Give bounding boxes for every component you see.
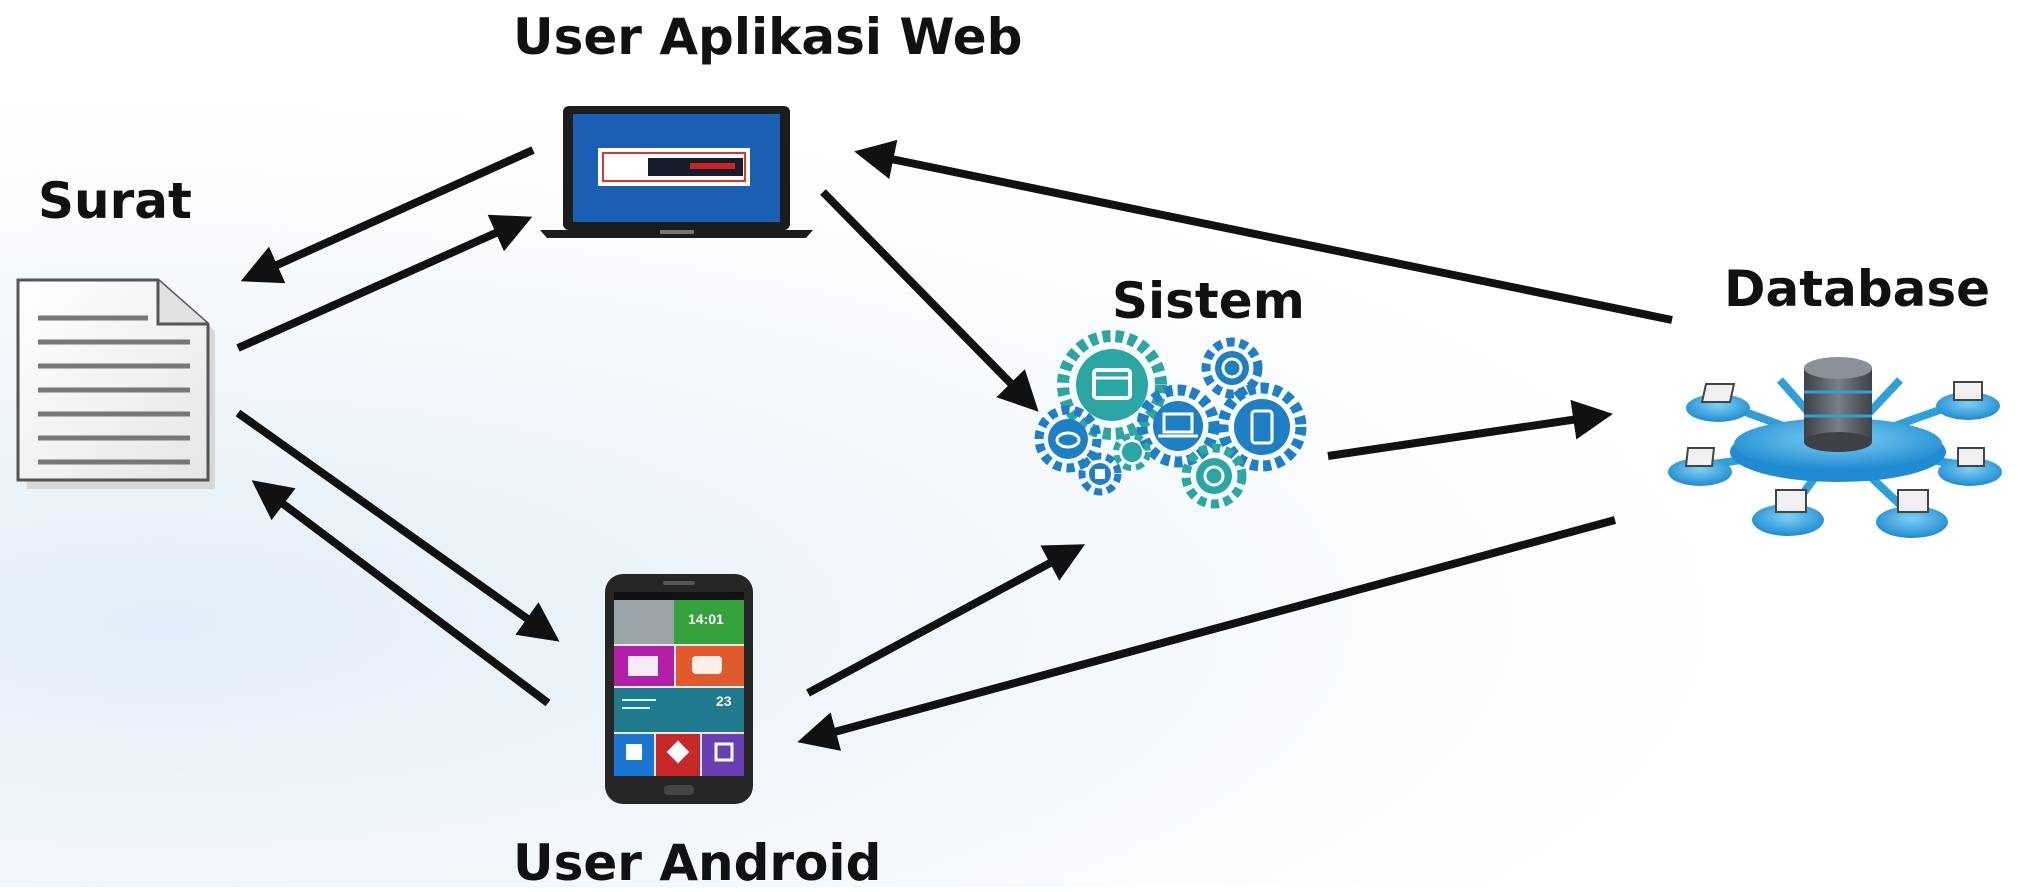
sistem-label: Sistem	[1112, 272, 1305, 330]
user-android-label: User Android	[513, 834, 882, 892]
arrow-web-to-surat	[240, 146, 535, 284]
surat-label: Surat	[38, 172, 192, 230]
arrow-surat-to-android	[235, 409, 560, 642]
database-icon	[1668, 357, 2002, 538]
phone-time: 14:01	[688, 611, 724, 627]
arrow-db-to-web	[854, 139, 1673, 324]
laptop-icon	[540, 106, 813, 238]
user-web-label: User Aplikasi Web	[513, 8, 1023, 66]
phone-count: 23	[716, 693, 732, 709]
arrow-sistem-to-db	[1327, 399, 1613, 460]
database-label: Database	[1724, 260, 1991, 318]
arrow-db-to-android	[797, 516, 1617, 751]
gears-icon	[1034, 330, 1307, 509]
arrow-android-to-surat	[251, 480, 551, 707]
arrows	[235, 139, 1673, 751]
arrow-android-to-sistem	[806, 544, 1086, 697]
arrow-surat-to-web	[236, 214, 533, 352]
phone-icon: 14:01 23	[605, 574, 753, 804]
arrow-web-to-sistem	[820, 189, 1039, 412]
document-icon	[16, 278, 215, 489]
